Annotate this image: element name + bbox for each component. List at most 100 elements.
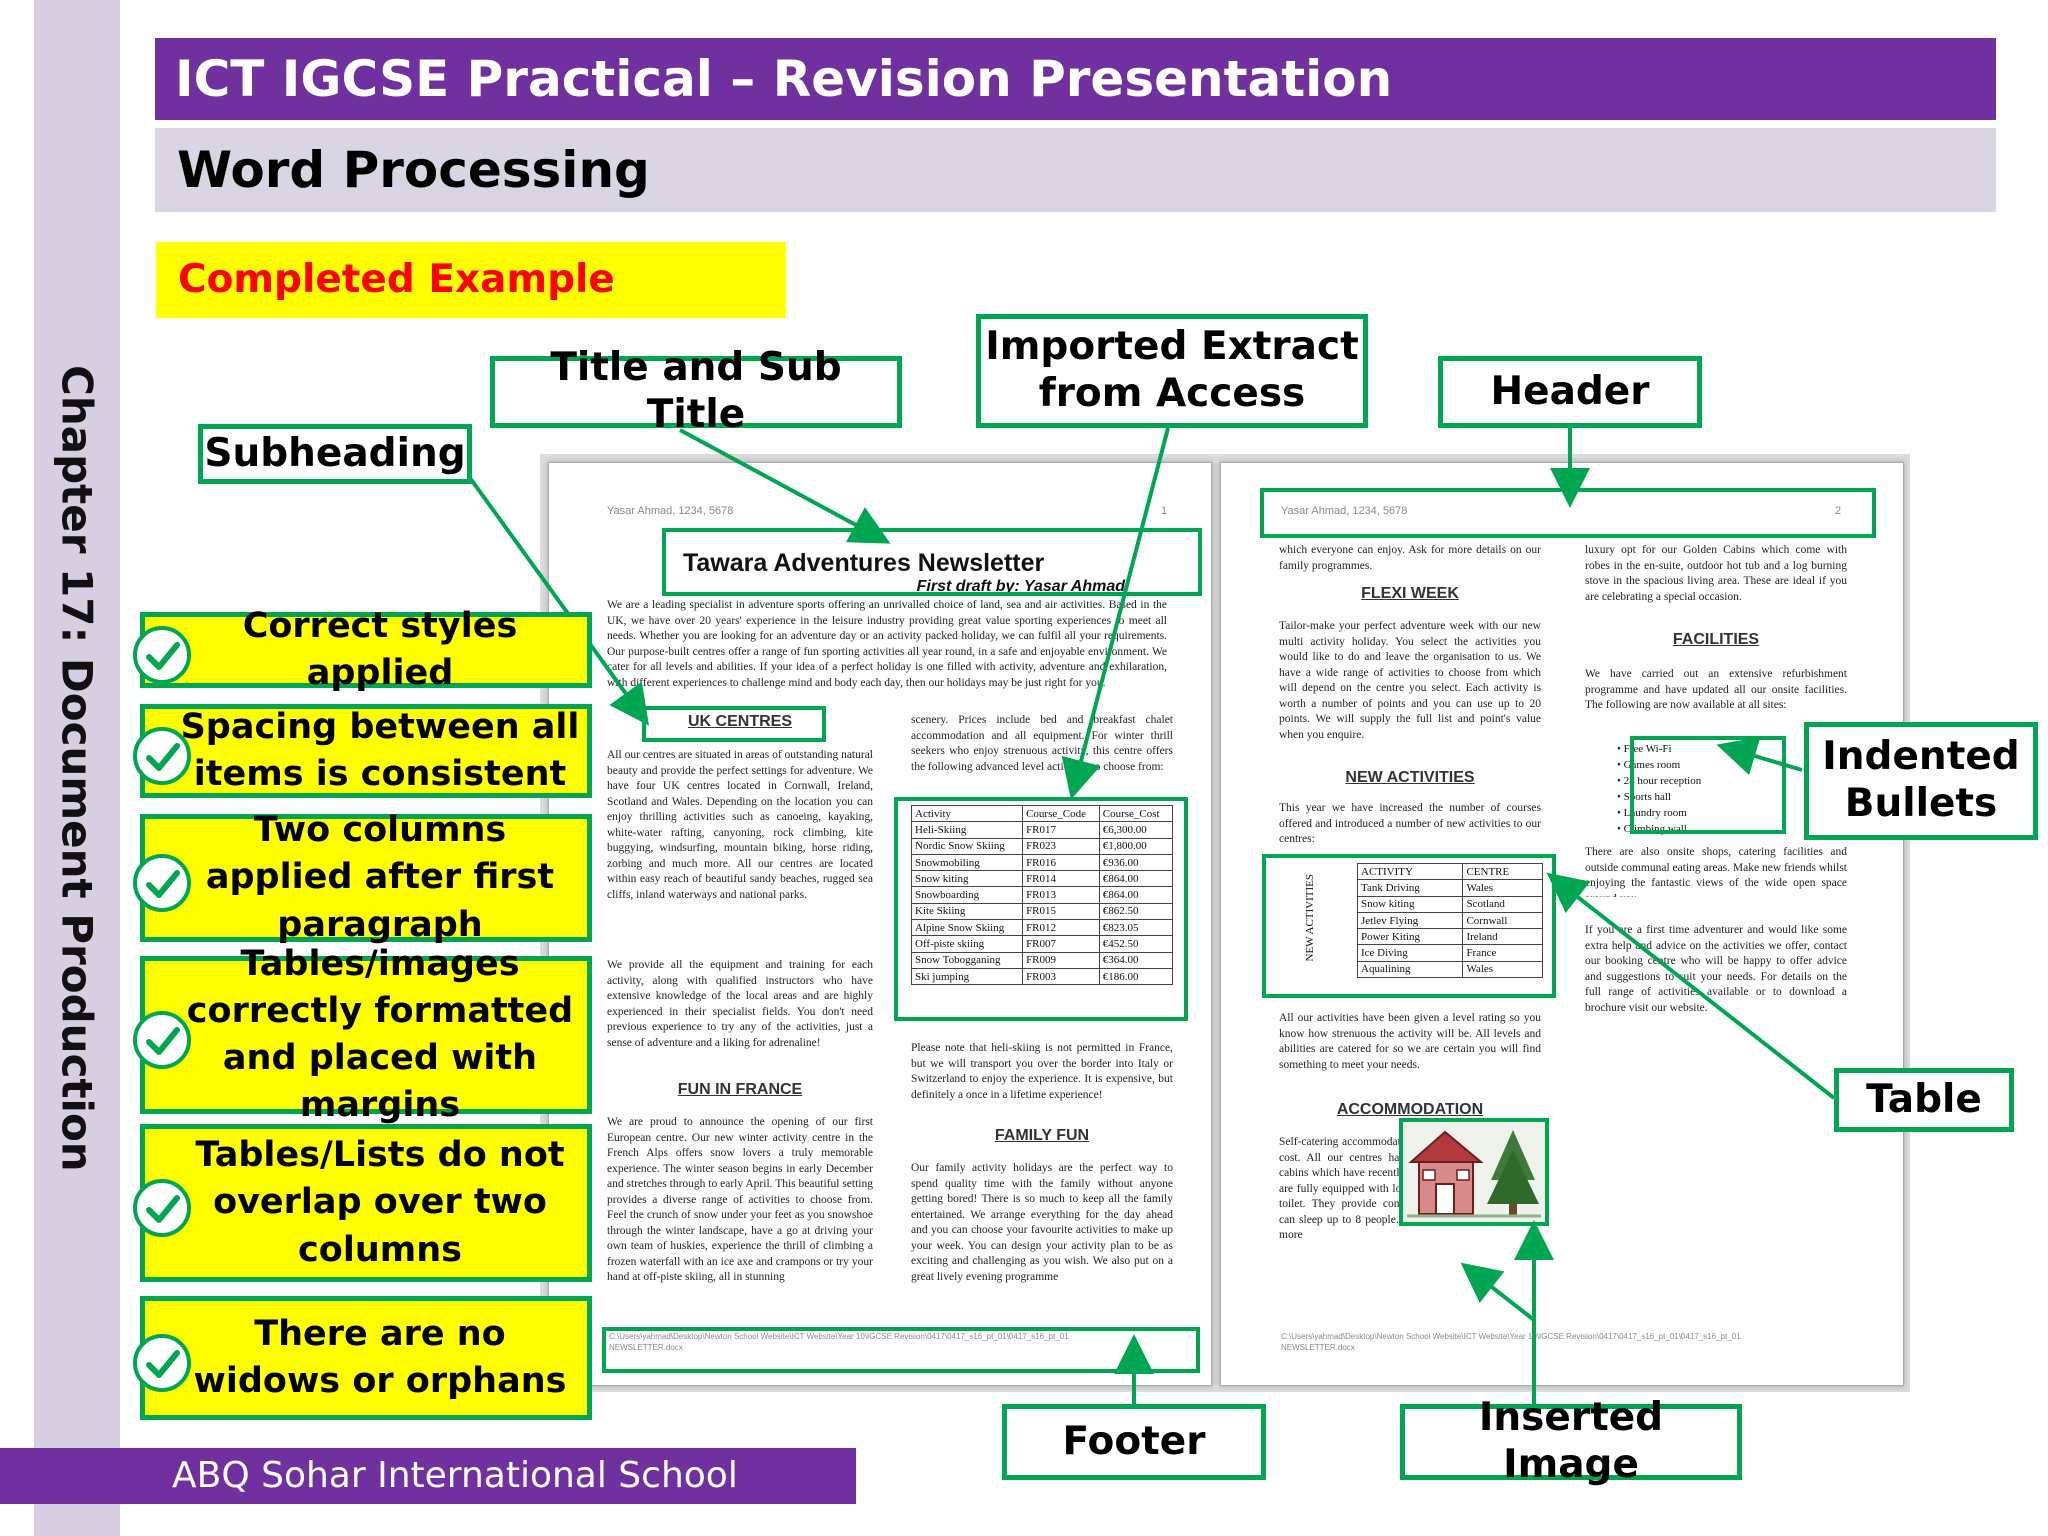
check-circle-icon — [133, 1011, 191, 1069]
checklist-item-label: Tables/Lists do not overlap over two col… — [195, 1135, 565, 1270]
checklist-item: Tables/images correctly formatted and pl… — [133, 944, 592, 1125]
checklist-item: Tables/Lists do not overlap over two col… — [133, 1124, 592, 1282]
callout-table: Table — [1834, 1068, 2014, 1132]
check-circle-icon — [133, 1179, 191, 1237]
page1-uk-text: All our centres are situated in areas of… — [607, 749, 873, 901]
bullets-highlight-frame — [1630, 736, 1786, 834]
table-cell: Snowmobiling — [910, 853, 1024, 872]
heading-facilities: FACILITIES — [1672, 631, 1760, 648]
heading-family-fun: FAMILY FUN — [994, 1127, 1090, 1144]
checklist-item-label: There are no widows or orphans — [193, 1313, 567, 1401]
page2-header-text: Yasar Ahmad, 1234, 5678 — [1281, 505, 1408, 517]
arrow-image-diagonal — [1460, 1262, 1536, 1322]
checklist-item-label: Tables/images correctly formatted and pl… — [186, 943, 574, 1126]
table-cell: €936.00 — [1098, 853, 1174, 872]
page2-flexi-text: Tailor-make your perfect adventure week … — [1279, 620, 1541, 741]
table-cell: Wales — [1462, 960, 1543, 979]
checklist-item: Two columns applied after first paragrap… — [133, 810, 592, 945]
heading-fun-in-france: FUN IN FRANCE — [677, 1081, 803, 1098]
arrow-title — [679, 428, 891, 544]
callout-header: Header — [1438, 356, 1702, 428]
check-circle-icon — [133, 854, 191, 912]
school-footer: ABQ Sohar International School — [0, 1448, 856, 1504]
page1-header-text: Yasar Ahmad, 1234, 5678 — [607, 505, 734, 517]
callout-footer: Footer — [1002, 1404, 1266, 1480]
table-cell: Snow kiting — [910, 870, 1024, 888]
page1-family-text: Our family activity holidays are the per… — [911, 1162, 1173, 1283]
table-cell: Heli-Skiing — [910, 821, 1024, 839]
callout-indented-bullets: Indented Bullets — [1804, 722, 2038, 840]
bullet-icon: • — [1617, 743, 1624, 755]
arrow-bullets — [1716, 736, 1803, 776]
newsletter-title-block: Tawara Adventures Newsletter First draft… — [669, 543, 1139, 603]
document-page-1: Yasar Ahmad, 1234, 5678 1 Tawara Adventu… — [548, 462, 1212, 1386]
bullet-icon: • — [1617, 775, 1624, 787]
page2-rating-text: All our activities have been given a lev… — [1279, 1012, 1541, 1071]
table-cell: Cornwall — [1462, 911, 1543, 930]
newsletter-title: Tawara Adventures Newsletter — [683, 549, 1045, 577]
table-cell: FR007 — [1022, 935, 1100, 953]
bullet-icon: • — [1617, 791, 1624, 803]
completed-example-label: Completed Example — [156, 242, 786, 318]
page2-top-text: which everyone can enjoy. Ask for more d… — [1279, 544, 1541, 572]
table-cell: Ski jumping — [910, 967, 1024, 986]
heading-new-activities: NEW ACTIVITIES — [1345, 769, 1475, 786]
page2-number: 2 — [1835, 505, 1842, 517]
list-item-label: 24 hour reception — [1623, 775, 1702, 787]
page1-france-text: We are proud to announce the opening of … — [607, 1116, 873, 1284]
checklist-item: Spacing between all items is consistent — [133, 704, 592, 798]
table-cell: €823.05 — [1098, 919, 1174, 937]
table-cell: Tank Driving — [1356, 879, 1464, 897]
bullet-icon: • — [1617, 759, 1624, 771]
list-item-label: Laundry room — [1623, 807, 1687, 819]
list-item: • Sports hall — [1617, 789, 1767, 805]
page2-first-time-text: If you are a first time adventurer and w… — [1585, 924, 1847, 1014]
page2-footer-text: C:\Users\yahmad\Desktop\Newton School We… — [1281, 1332, 1741, 1352]
page2-luxury-text: luxury opt for our Golden Cabins which c… — [1585, 544, 1847, 603]
callout-imported-extract: Imported Extract from Access — [976, 314, 1368, 428]
title-highlight-frame — [662, 528, 1202, 596]
slide-title: ICT IGCSE Practical – Revision Presentat… — [155, 38, 1996, 120]
callout-subheading: Subheading — [198, 424, 472, 484]
table-cell: €186.00 — [1098, 967, 1174, 986]
list-item: • Laundry room — [1617, 805, 1767, 821]
chapter-label: Chapter 17: Document Production — [52, 364, 102, 1172]
check-circle-icon — [133, 626, 191, 684]
page1-number: 1 — [1161, 505, 1168, 517]
check-circle-icon — [133, 1334, 191, 1392]
page2-facilities-text: We have carried out an extensive refurbi… — [1585, 668, 1847, 712]
list-item: • Games room — [1617, 757, 1767, 773]
image-highlight-frame — [1399, 1118, 1549, 1226]
heading-accommodation: ACCOMMODATION — [1336, 1101, 1484, 1118]
table-header: Activity — [910, 804, 1024, 823]
table-cell: Aqualining — [1356, 960, 1464, 979]
list-item: • Free Wi-Fi — [1617, 741, 1767, 757]
table-cell: FR003 — [1022, 967, 1100, 986]
arrow-subheading — [468, 476, 650, 726]
house-icon — [1403, 1122, 1545, 1222]
page1-footer-text: C:\Users\yahmad\Desktop\Newton School We… — [609, 1332, 1069, 1352]
newsletter-subtitle: First draft by: Yasar Ahmad — [916, 578, 1125, 595]
list-item-label: Games room — [1623, 759, 1681, 771]
footer-highlight-frame — [602, 1327, 1200, 1373]
table-cell: Jetlev Flying — [1356, 911, 1464, 930]
sidebar-band — [34, 0, 120, 1536]
checklist-item: Correct styles applied — [133, 606, 592, 693]
checklist-item: There are no widows or orphans — [133, 1296, 592, 1420]
page1-scenery-text: scenery. Prices include bed and breakfas… — [911, 714, 1173, 773]
callout-inserted-image: Inserted Image — [1400, 1395, 1742, 1487]
document-page-2: Yasar Ahmad, 1234, 5678 2 which everyone… — [1220, 462, 1904, 1386]
page2-new-text: This year we have increased the number o… — [1279, 802, 1541, 846]
